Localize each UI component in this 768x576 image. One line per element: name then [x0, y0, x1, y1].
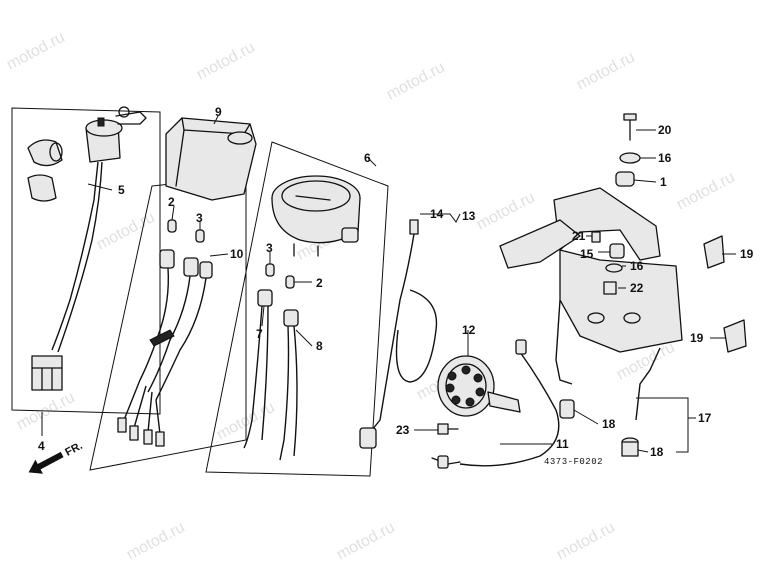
bulb-3-right — [265, 263, 275, 277]
callout-11: 11 — [556, 437, 569, 451]
callout-9: 9 — [215, 105, 222, 119]
speedometer-cable-fitting — [341, 227, 359, 243]
callout-labels: 5 4 9 10 2 3 3 2 7 8 6 14 13 12 11 23 20… — [38, 105, 754, 459]
nut-22 — [603, 281, 617, 295]
group-frame-4 — [11, 107, 161, 415]
bolt-20 — [623, 113, 637, 141]
horn-wire — [431, 339, 560, 469]
socket-wire — [261, 305, 269, 441]
cable-lower-end — [359, 427, 377, 449]
callout-17: 17 — [698, 411, 712, 425]
bolt-21 — [591, 231, 601, 243]
rubber-cap — [27, 174, 57, 202]
washer-16-upper — [619, 152, 641, 164]
watermark-text: motod.ru — [94, 209, 158, 254]
socket-8 — [283, 309, 299, 327]
callout-18-lower: 18 — [650, 445, 664, 459]
callout-19-lower: 19 — [690, 331, 704, 345]
callout-16-lower: 16 — [630, 259, 644, 273]
callout-3-left: 3 — [196, 211, 203, 225]
callout-14: 14 — [430, 207, 444, 221]
callout-5: 5 — [118, 183, 125, 197]
callout-16-upper: 16 — [658, 151, 672, 165]
callout-3-right: 3 — [266, 241, 273, 255]
callout-8: 8 — [316, 339, 323, 353]
meter-bracket — [499, 187, 683, 421]
bracket-main-plate — [559, 249, 683, 353]
switch-connector — [31, 355, 63, 391]
watermark-text: motod.ru — [574, 49, 638, 94]
callout-1: 1 — [660, 175, 667, 189]
socket-wire — [279, 325, 290, 461]
speedometer-group — [205, 141, 389, 477]
callout-4: 4 — [38, 439, 45, 453]
bolt-23 — [437, 423, 459, 435]
callout-2-left: 2 — [168, 195, 175, 209]
arrow-left-icon — [28, 451, 64, 474]
socket-wire — [243, 305, 263, 449]
callout-21: 21 — [572, 229, 586, 243]
callout-12: 12 — [462, 323, 476, 337]
cable-upper-end — [409, 219, 419, 235]
collar-18-upper — [559, 399, 575, 419]
watermark-text: motod.ru — [194, 39, 258, 84]
callout-10: 10 — [230, 247, 244, 261]
horn — [437, 355, 521, 417]
socket-terminals — [117, 379, 165, 447]
watermark-text: motod.ru — [554, 519, 618, 564]
socket-wire — [293, 325, 298, 457]
diagram-code: 4373-F0202 — [544, 457, 603, 467]
watermark-text: motod.ru — [4, 29, 68, 74]
callout-22: 22 — [630, 281, 644, 295]
watermark-text: motod.ru — [674, 169, 738, 214]
collar-15 — [609, 243, 625, 259]
bulb-2-right — [285, 275, 295, 289]
direction-label: FR. — [63, 440, 84, 459]
callout-7: 7 — [256, 327, 263, 341]
switch-wire-harness — [51, 161, 99, 351]
rubber-block-19-upper — [703, 235, 725, 269]
ignition-switch-group — [11, 106, 161, 415]
speedometer-unit — [271, 175, 361, 257]
callout-19-upper: 19 — [740, 247, 754, 261]
callout-13: 13 — [462, 209, 476, 223]
socket-7 — [257, 289, 273, 307]
bulb-3-left — [195, 229, 205, 243]
socket-wire — [139, 267, 170, 381]
speedometer-cable — [359, 219, 438, 449]
socket-wire — [147, 275, 191, 393]
bracket-arm-left — [499, 219, 581, 269]
callout-2-right: 2 — [316, 276, 323, 290]
bulb-2-left — [167, 219, 177, 233]
wire-band — [149, 329, 175, 347]
horn-bracket — [487, 391, 521, 413]
watermark-text: motod.ru — [334, 519, 398, 564]
watermark-text: motod.ru — [124, 519, 188, 564]
group-frame-6 — [205, 141, 389, 477]
callout-20: 20 — [658, 123, 672, 137]
callout-6: 6 — [364, 151, 371, 165]
watermark-text: motod.ru — [384, 59, 448, 104]
indicator-socket-group — [89, 175, 247, 471]
ignition-switch-body — [85, 106, 147, 163]
indicator-panel — [165, 117, 257, 201]
key-cylinder-cover — [27, 139, 63, 167]
leader-lines — [41, 115, 736, 453]
socket-wire — [155, 277, 207, 401]
switch-wire-harness — [57, 161, 103, 353]
collar-18-lower — [621, 437, 639, 457]
washer-16-lower — [605, 263, 623, 273]
front-direction-indicator: FR. — [28, 440, 85, 474]
grommet-1 — [615, 171, 635, 187]
watermark-text: motod.ru — [474, 189, 538, 234]
callout-15: 15 — [580, 247, 594, 261]
callout-18-upper: 18 — [602, 417, 616, 431]
rubber-block-19-lower — [723, 319, 747, 353]
callout-23: 23 — [396, 423, 410, 437]
